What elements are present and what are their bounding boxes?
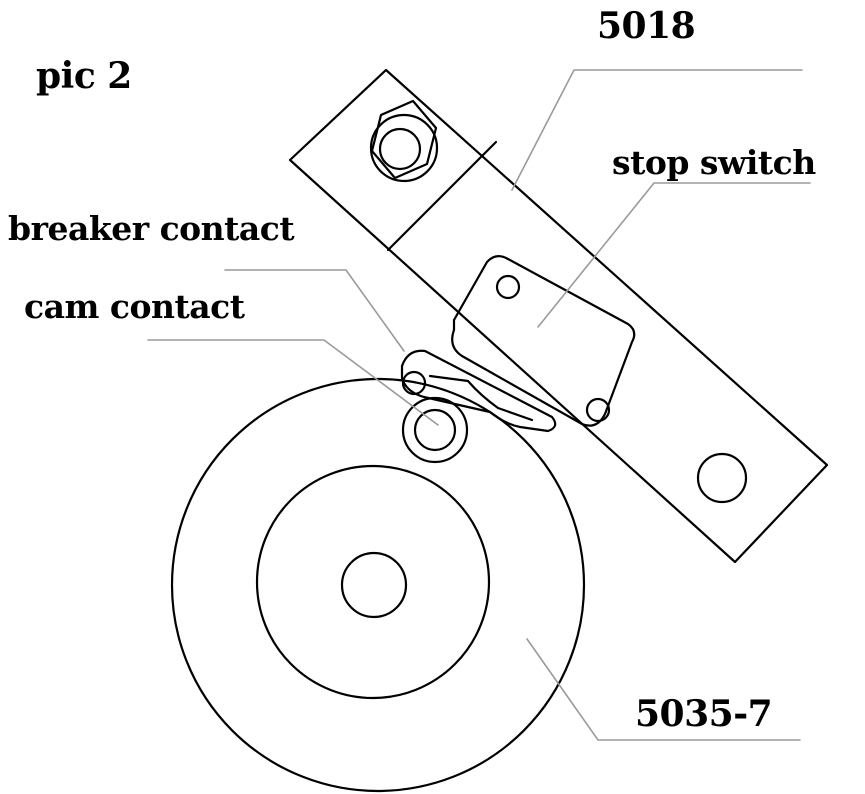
bracket-nut-bolt bbox=[378, 127, 422, 171]
label-5018: 5018 bbox=[597, 5, 696, 47]
label-breaker-contact: breaker contact bbox=[8, 209, 295, 248]
breaker-contact-spring bbox=[428, 374, 534, 422]
leader-line-stop-switch bbox=[537, 182, 811, 328]
label-5035-7: 5035-7 bbox=[635, 693, 773, 735]
stop-switch-body bbox=[451, 255, 636, 427]
cam-wheel-hub bbox=[340, 551, 408, 619]
stop-switch-hole-top bbox=[495, 274, 521, 300]
stop-switch-hole-bottom bbox=[585, 397, 611, 423]
cam-wheel-outer bbox=[170, 377, 586, 793]
bracket-5018-divider bbox=[386, 140, 498, 252]
breaker-contact-pivot bbox=[401, 370, 427, 396]
leader-line-breaker-contact bbox=[224, 269, 405, 352]
bracket-nut-washer bbox=[369, 113, 439, 183]
cam-contact-roller-inner bbox=[413, 408, 457, 452]
leader-line-5018 bbox=[511, 69, 803, 191]
cam-wheel-middle bbox=[255, 464, 491, 700]
bracket-5018-outline bbox=[288, 68, 829, 564]
breaker-contact-lever bbox=[400, 349, 557, 433]
leader-line-5035-7 bbox=[526, 638, 801, 741]
leader-line-cam-contact bbox=[147, 339, 439, 426]
cam-contact-roller-outer bbox=[401, 396, 469, 464]
label-stop-switch: stop switch bbox=[612, 143, 816, 182]
figure-title: pic 2 bbox=[36, 55, 132, 97]
bracket-hole bbox=[696, 452, 748, 504]
label-cam-contact: cam contact bbox=[24, 287, 245, 326]
